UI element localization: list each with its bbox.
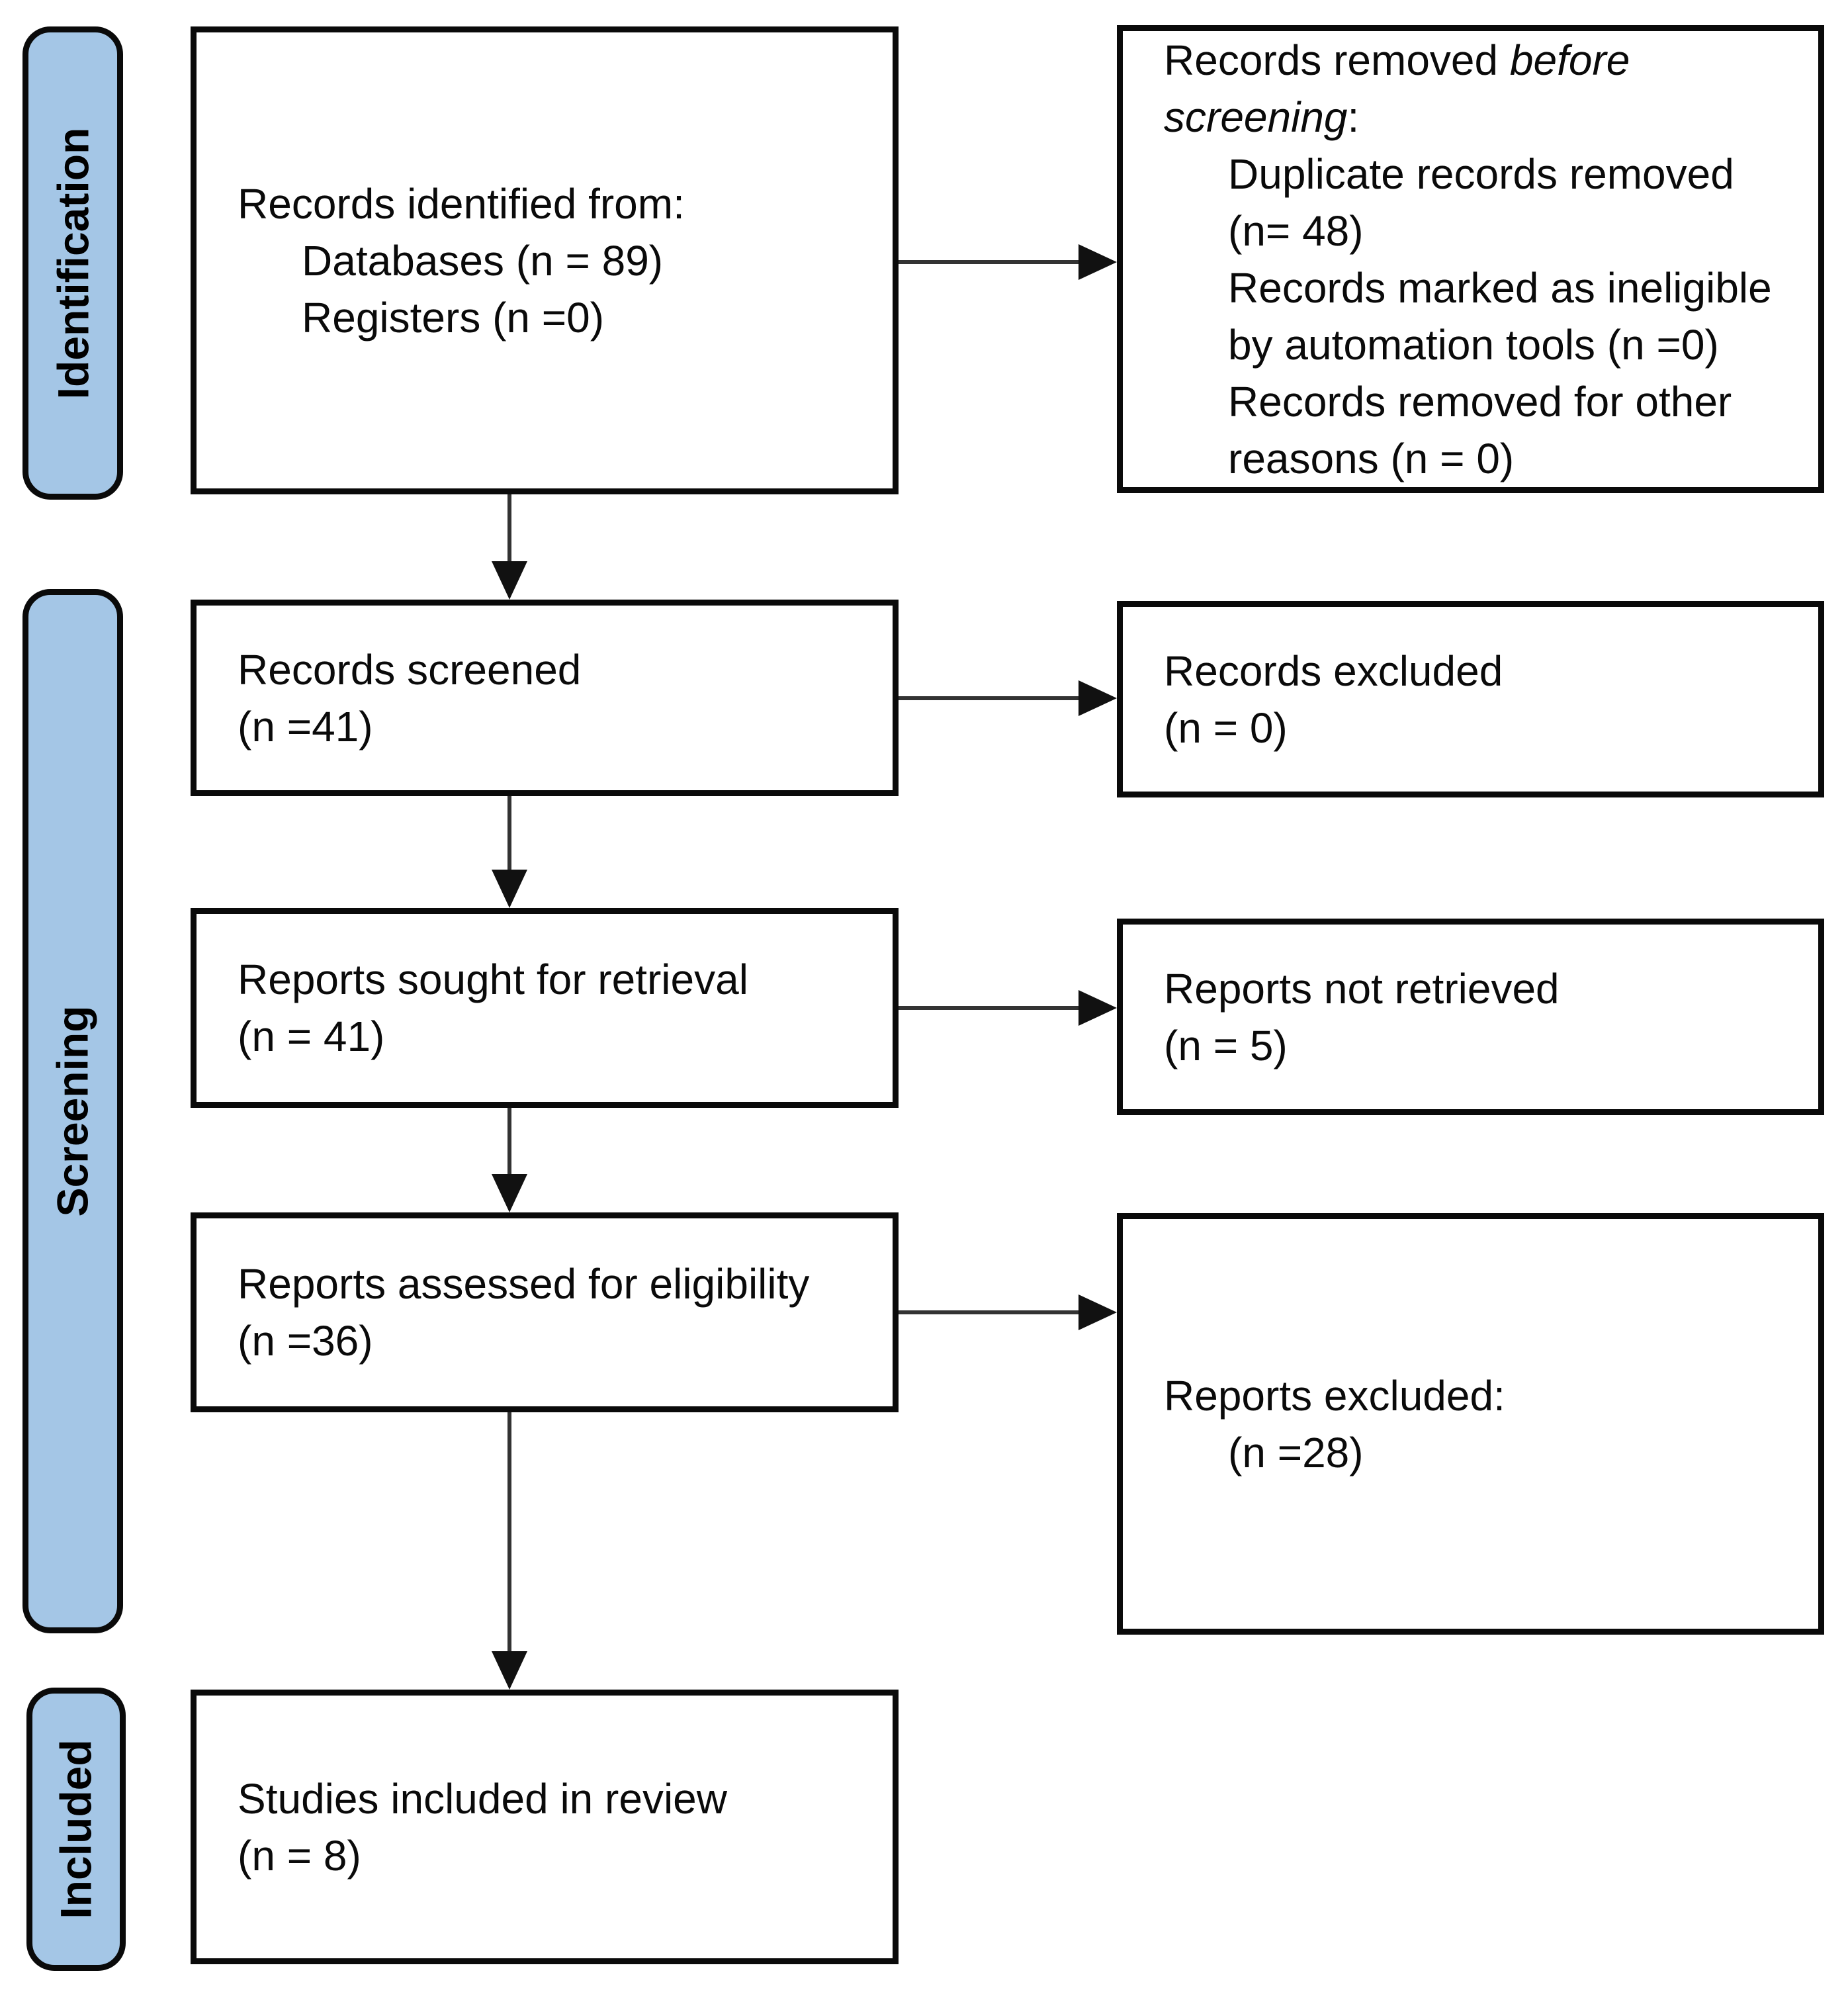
- text-line: Records screened: [238, 645, 582, 694]
- arrow-screened-to-excluded-line: [899, 696, 1078, 700]
- phase-label-included: Included: [26, 1688, 126, 1971]
- text-line: Records excluded: [1164, 647, 1503, 695]
- records-removed-title-colon: :: [1347, 93, 1360, 141]
- box-reports-sought: Reports sought for retrieval (n = 41): [191, 908, 899, 1108]
- arrow-assessed-to-reports-excluded-line: [899, 1310, 1078, 1314]
- text-line: (n =36): [238, 1317, 373, 1365]
- arrow-identified-to-screened-line: [507, 494, 511, 561]
- box-reports-assessed: Reports assessed for eligibility (n =36): [191, 1212, 899, 1412]
- records-excluded-text: Records excluded (n = 0): [1164, 643, 1806, 756]
- box-reports-not-retrieved: Reports not retrieved (n = 5): [1117, 919, 1824, 1115]
- text-line: (n = 8): [238, 1831, 361, 1880]
- arrow-assessed-to-included-head: [492, 1651, 527, 1690]
- text-line: Records removed for other: [1228, 377, 1732, 426]
- box-records-screened: Records screened (n =41): [191, 600, 899, 796]
- reports-excluded-title: Reports excluded:: [1164, 1371, 1505, 1420]
- records-identified-items: Databases (n = 89) Registers (n =0): [302, 232, 881, 346]
- records-screened-text: Records screened (n =41): [238, 641, 881, 755]
- phase-label-identification-text: Identification: [48, 127, 98, 399]
- records-removed-title-line-1: Records removed before: [1164, 32, 1806, 89]
- arrow-screened-to-excluded-head: [1078, 680, 1117, 716]
- phase-label-screening-text: Screening: [48, 1005, 98, 1217]
- reports-sought-text: Reports sought for retrieval (n = 41): [238, 951, 881, 1065]
- text-line: reasons (n = 0): [1228, 434, 1515, 482]
- records-removed-items: Duplicate records removed (n= 48) Records …: [1228, 146, 1806, 487]
- arrow-identified-to-removed-line: [899, 260, 1078, 264]
- phase-label-included-text: Included: [52, 1739, 101, 1919]
- text-line: Studies included in review: [238, 1774, 727, 1823]
- text-line: (n = 0): [1164, 703, 1288, 752]
- text-line: Registers (n =0): [302, 293, 605, 341]
- reports-not-retrieved-text: Reports not retrieved (n = 5): [1164, 960, 1806, 1074]
- arrow-sought-to-assessed-head: [492, 1174, 527, 1212]
- arrow-assessed-to-reports-excluded-head: [1078, 1294, 1117, 1330]
- records-removed-title-normal: Records removed: [1164, 36, 1510, 84]
- text-line: (n = 5): [1164, 1021, 1288, 1069]
- arrow-identified-to-removed-head: [1078, 244, 1117, 280]
- arrow-sought-to-not-retrieved-line: [899, 1006, 1078, 1010]
- arrow-identified-to-screened-head: [492, 561, 527, 600]
- box-reports-excluded: Reports excluded: (n =28): [1117, 1213, 1824, 1635]
- records-removed-title-italic-before: before: [1509, 36, 1630, 84]
- box-records-excluded: Records excluded (n = 0): [1117, 601, 1824, 797]
- arrow-sought-to-not-retrieved-head: [1078, 990, 1117, 1026]
- text-line: Duplicate records removed: [1228, 150, 1734, 198]
- text-line: Reports assessed for eligibility: [238, 1260, 810, 1308]
- records-removed-title-line-2: screening:: [1164, 89, 1806, 146]
- arrow-screened-to-sought-line: [507, 796, 511, 870]
- reports-excluded-count: (n =28): [1228, 1428, 1364, 1476]
- text-line: (n= 48): [1228, 206, 1364, 255]
- phase-label-screening: Screening: [22, 589, 123, 1633]
- studies-included-text: Studies included in review (n = 8): [238, 1770, 881, 1884]
- reports-assessed-text: Reports assessed for eligibility (n =36): [238, 1255, 881, 1369]
- text-line: (n =41): [238, 702, 373, 750]
- text-line: Reports sought for retrieval: [238, 956, 748, 1003]
- arrow-assessed-to-included-line: [507, 1412, 511, 1651]
- text-line: Databases (n = 89): [302, 236, 664, 285]
- phase-label-identification: Identification: [22, 26, 123, 500]
- arrow-sought-to-assessed-line: [507, 1108, 511, 1174]
- text-line: Records marked as ineligible: [1228, 263, 1772, 312]
- box-studies-included: Studies included in review (n = 8): [191, 1690, 899, 1964]
- records-removed-title-italic-screening: screening: [1164, 93, 1348, 141]
- records-identified-title: Records identified from:: [238, 179, 685, 228]
- text-line: by automation tools (n =0): [1228, 320, 1719, 369]
- arrow-screened-to-sought-head: [492, 870, 527, 908]
- box-records-removed-before-screening: Records removed before screening: Duplic…: [1117, 25, 1824, 493]
- text-line: Reports not retrieved: [1164, 964, 1560, 1013]
- box-records-identified: Records identified from: Databases (n = …: [191, 26, 899, 494]
- text-line: (n = 41): [238, 1013, 385, 1060]
